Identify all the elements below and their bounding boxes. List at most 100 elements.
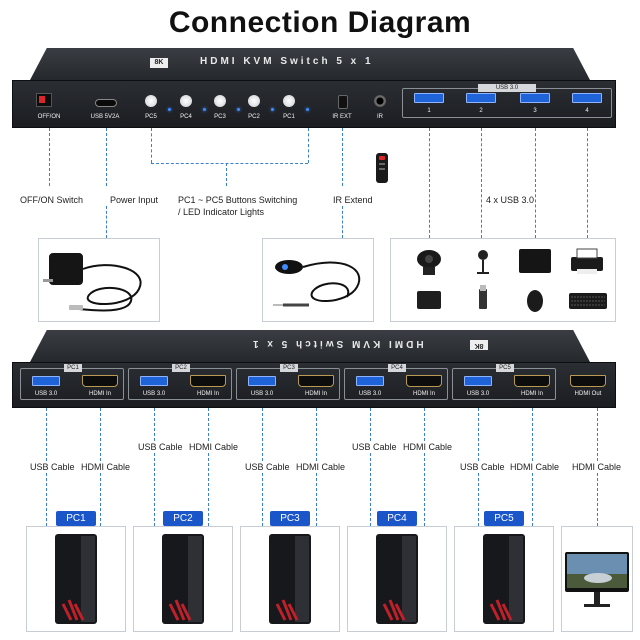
leader-usb2	[481, 128, 482, 238]
hdmi-out-port	[570, 375, 606, 387]
cable-pc2-usb	[154, 408, 155, 526]
pc2-usb-label: USB 3.0	[142, 391, 166, 397]
pc1-usb-label: USB 3.0	[34, 391, 58, 397]
usb-number-4: 4	[585, 108, 589, 114]
pc5-usb-label: USB 3.0	[466, 391, 490, 397]
pc2-led	[271, 108, 274, 111]
pc5-led	[168, 108, 171, 111]
ir-extender-icon	[273, 260, 361, 307]
label-pc3-usb-cable: USB Cable	[245, 461, 290, 473]
pc2-button	[248, 95, 260, 107]
label-usb-5v2a: USB 5V2A	[90, 114, 120, 120]
mouse-icon	[527, 290, 543, 312]
leader-usb4	[587, 128, 588, 238]
label-pc3: PC3	[214, 114, 226, 120]
top-device-lid	[30, 48, 590, 80]
ir-ext-jack	[338, 95, 348, 109]
pc3-hdmi-label: HDMI In	[304, 391, 327, 397]
leader-power	[106, 128, 107, 186]
caption-usb: 4 x USB 3.0	[486, 195, 535, 205]
pc3-tower-icon	[265, 534, 315, 626]
pc5-hdmi-label: HDMI In	[520, 391, 543, 397]
usb-port-4	[572, 93, 602, 103]
pc1-button	[283, 95, 295, 107]
cable-pc2-hdmi	[208, 408, 209, 526]
pc1-hdmi-port	[82, 375, 118, 387]
ir-receiver	[374, 95, 386, 107]
label-ir: IR	[377, 114, 383, 120]
microphone-icon	[477, 250, 489, 274]
label-pc1-usb-cable: USB Cable	[30, 461, 75, 473]
pc4-button	[180, 95, 192, 107]
bottom-device-name: HDMI KVM Switch 5 x 1	[250, 338, 424, 349]
pc2-usb-port	[140, 376, 168, 386]
webcam-icon	[417, 250, 441, 275]
pc1-usb-port	[32, 376, 60, 386]
pc1-badge: PC1	[56, 511, 96, 526]
label-pc1: PC1	[283, 114, 295, 120]
pc5-group-label: PC5	[496, 364, 514, 372]
pc2-badge: PC2	[163, 511, 203, 526]
pc1-group-label: PC1	[64, 364, 82, 372]
label-pc1-hdmi-cable: HDMI Cable	[81, 461, 131, 473]
pc1-tower-icon	[51, 534, 101, 626]
usb-number-1: 1	[427, 108, 431, 114]
leader-usb1	[429, 128, 430, 238]
hdmi-out-label: HDMI Out	[574, 391, 602, 397]
usb-peripherals-box	[390, 238, 616, 322]
label-pc4-hdmi-cable: HDMI Cable	[403, 441, 453, 453]
pc1-led	[306, 108, 309, 111]
keyboard-icon	[569, 293, 607, 309]
power-switch	[36, 93, 52, 107]
cable-pc4-usb	[370, 408, 371, 526]
usb-hub-label: USB 3.0	[478, 84, 536, 92]
pc4-usb-label: USB 3.0	[358, 391, 382, 397]
printer-icon	[571, 248, 603, 274]
ir-extender-box	[262, 238, 374, 322]
pc1-hdmi-label: HDMI In	[88, 391, 111, 397]
ir-remote-icon	[376, 153, 388, 183]
pc2-hdmi-label: HDMI In	[196, 391, 219, 397]
leader-switch	[49, 128, 50, 186]
label-ir-ext: IR EXT	[332, 114, 352, 120]
usb-port-1	[414, 93, 444, 103]
leader-pc5	[151, 128, 152, 163]
label-pc5-hdmi-cable: HDMI Cable	[510, 461, 560, 473]
pc3-button	[214, 95, 226, 107]
caption-buttons-1: PC1 ~ PC5 Buttons Switching	[178, 195, 298, 205]
drawing-tablet-icon	[519, 249, 551, 273]
pc4-tower-icon	[372, 534, 422, 626]
usb-port-3	[520, 93, 550, 103]
label-hdmi-out-cable: HDMI Cable	[572, 461, 622, 473]
leader-power-box	[106, 206, 107, 238]
label-pc4: PC4	[180, 114, 192, 120]
power-adapter-icon	[43, 253, 142, 312]
label-pc5: PC5	[145, 114, 157, 120]
pc4-usb-port	[356, 376, 384, 386]
pc5-tower-icon	[479, 534, 529, 626]
cable-pc4-hdmi	[424, 408, 425, 526]
pc2-tower-icon	[158, 534, 208, 626]
label-pc2-usb-cable: USB Cable	[138, 441, 183, 453]
label-pc2: PC2	[248, 114, 260, 120]
monitor-icon	[564, 552, 630, 612]
pc4-hdmi-port	[406, 375, 442, 387]
bottom-device-lid	[30, 330, 590, 362]
label-pc3-hdmi-cable: HDMI Cable	[296, 461, 346, 473]
leader-ir	[342, 128, 343, 186]
pc3-hdmi-port	[298, 375, 334, 387]
caption-ir: IR Extend	[333, 195, 373, 205]
label-off-on: OFF/ON	[37, 114, 61, 120]
usb-port-2	[466, 93, 496, 103]
label-pc2-hdmi-cable: HDMI Cable	[189, 441, 239, 453]
external-drive-icon	[417, 291, 441, 309]
usb-stick-icon	[479, 285, 487, 309]
pc3-badge: PC3	[270, 511, 310, 526]
caption-switch: OFF/ON Switch	[20, 195, 84, 205]
pc3-usb-port	[248, 376, 276, 386]
leader-ir-box	[342, 206, 343, 238]
bottom-device-brand-logo: 8K	[470, 340, 488, 350]
pc3-group-label: PC3	[280, 364, 298, 372]
pc2-group-label: PC2	[172, 364, 190, 372]
usb-c-port	[95, 99, 117, 107]
